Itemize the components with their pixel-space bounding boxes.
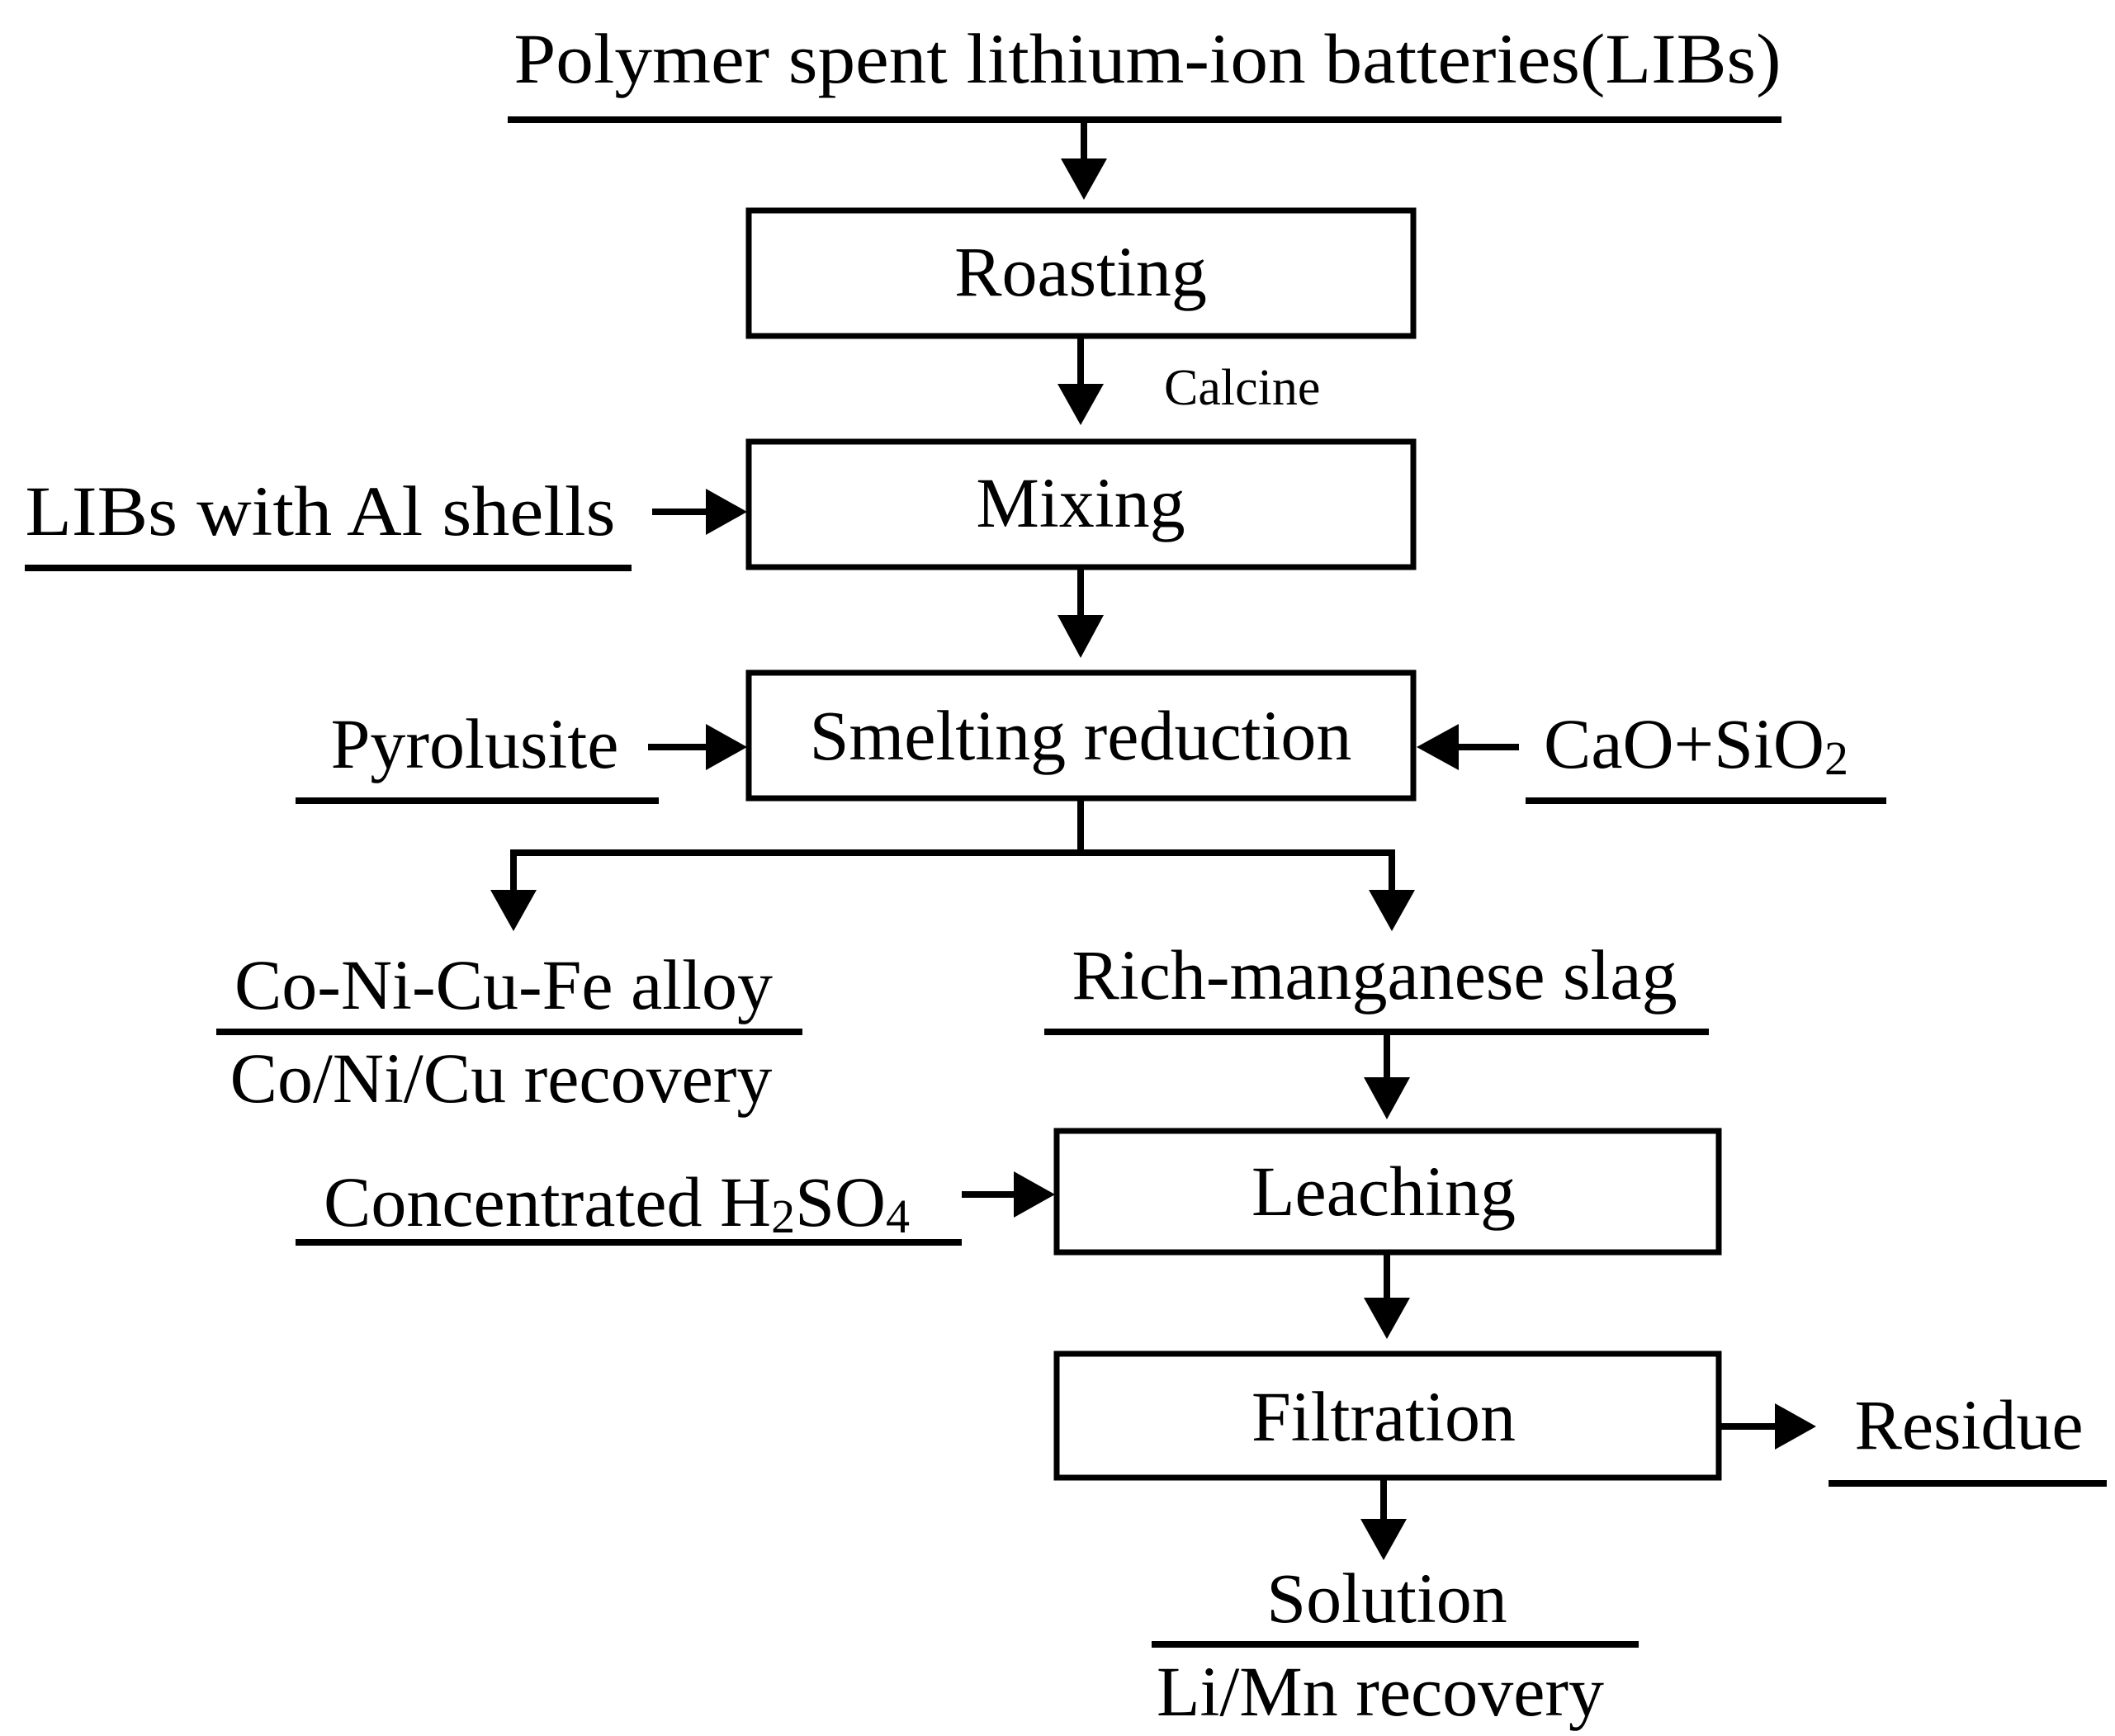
h2so4-part-a: Concentrated H: [324, 1162, 771, 1242]
node-solution-recovery: Li/Mn recovery: [1157, 1652, 1604, 1731]
arrowhead-filtration-residue: [1775, 1403, 1816, 1450]
cao-sio2-subscript: 2: [1824, 731, 1848, 785]
node-h2so4: Concentrated H2SO4: [324, 1162, 910, 1243]
box-smelting: [745, 669, 1417, 802]
node-input-batteries: Polymer spent lithium-ion batteries(LIBs…: [514, 19, 1781, 98]
box-roasting: [745, 207, 1417, 339]
arrowhead-leaching-filtration: [1364, 1298, 1410, 1339]
node-alloy: Co-Ni-Cu-Fe alloy: [234, 945, 773, 1024]
node-cao-sio2: CaO+SiO2: [1544, 704, 1848, 785]
arrowhead-split-slag: [1369, 890, 1415, 931]
arrowhead-filtration-solution: [1360, 1519, 1407, 1560]
cao-sio2-main: CaO+SiO: [1544, 704, 1824, 783]
node-solution: Solution: [1266, 1559, 1507, 1638]
arrowhead-pyrolusite-smelting: [706, 724, 747, 770]
box-mixing: [745, 438, 1417, 570]
box-leaching: [1053, 1128, 1722, 1256]
box-filtration: [1053, 1350, 1722, 1481]
node-smelting: Smelting reduction: [810, 696, 1352, 775]
node-slag: Rich-manganese slag: [1072, 935, 1677, 1015]
arrowhead-cao-smelting: [1417, 724, 1459, 770]
node-mixing: Mixing: [976, 463, 1185, 542]
arrowhead-batteries-roasting: [1061, 158, 1107, 200]
node-roasting: Roasting: [954, 232, 1207, 311]
arrowhead-slag-leaching: [1364, 1077, 1410, 1119]
node-al-shells: LIBs with Al shells: [26, 471, 616, 551]
node-filtration: Filtration: [1251, 1377, 1516, 1456]
node-pyrolusite: Pyrolusite: [331, 704, 619, 783]
arrowhead-roasting-mixing: [1058, 384, 1104, 425]
arrowhead-h2so4-leaching: [1014, 1171, 1055, 1218]
node-alloy-recovery: Co/Ni/Cu recovery: [230, 1038, 773, 1118]
h2so4-sub-2: 2: [771, 1190, 795, 1243]
h2so4-part-c: SO: [795, 1162, 886, 1242]
arrowhead-split-alloy: [490, 890, 537, 931]
node-residue: Residue: [1854, 1385, 2083, 1464]
arrowhead-al-shells-mixing: [706, 489, 747, 535]
h2so4-sub-4: 4: [886, 1190, 910, 1243]
arrowhead-mixing-smelting: [1058, 615, 1104, 658]
node-leaching: Leaching: [1251, 1152, 1516, 1231]
node-calcine: Calcine: [1164, 360, 1320, 416]
